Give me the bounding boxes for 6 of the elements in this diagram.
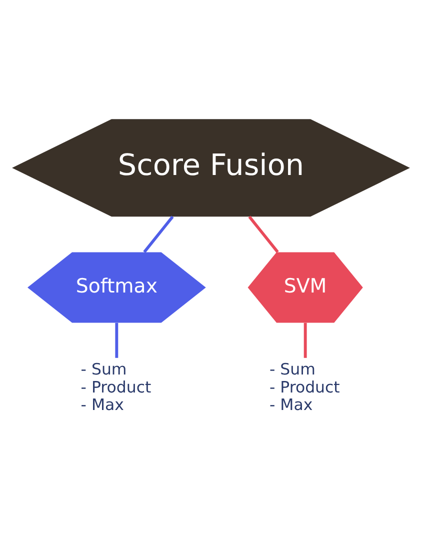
connector xyxy=(248,216,279,253)
node-text: - Sum - Product - Max xyxy=(80,360,152,414)
connector xyxy=(304,322,307,358)
connector xyxy=(115,322,118,358)
node-text: - Sum - Product - Max xyxy=(269,360,340,414)
connector xyxy=(143,216,174,253)
